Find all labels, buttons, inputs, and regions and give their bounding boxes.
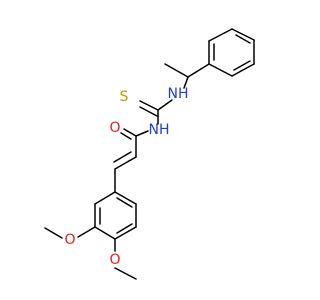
- ethyl-linker: [164, 63, 210, 89]
- methoxy-groups: [44, 226, 137, 280]
- thiourea-group: [139, 99, 173, 125]
- methoxy-oxygen-1-label: O: [64, 232, 75, 248]
- methoxy-oxygen-2-label: O: [109, 252, 120, 268]
- dimethoxyphenyl-ring: [94, 191, 137, 240]
- amide-group: [120, 128, 149, 158]
- sulfur-atom-label: S: [120, 89, 129, 105]
- molecule-structure-diagram: S NH NH O O O: [44, 28, 255, 280]
- phenyl-ring: [208, 28, 255, 77]
- carbonyl-oxygen-label: O: [109, 120, 120, 136]
- amine-nh-upper-label: NH: [168, 86, 189, 102]
- alkene-linker: [113, 151, 137, 193]
- amine-nh-middle-label: NH: [149, 122, 170, 138]
